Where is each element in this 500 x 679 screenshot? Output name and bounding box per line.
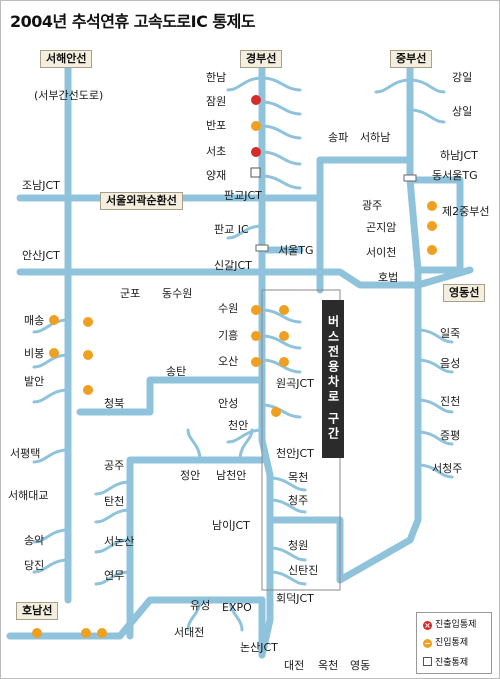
label-expo: EXPO bbox=[222, 601, 252, 614]
tag-gyeongbu: 경부선 bbox=[240, 50, 283, 69]
tag-honam: 호남선 bbox=[16, 602, 59, 621]
tag-yeongdong: 영동선 bbox=[443, 284, 486, 303]
label-pangyo-jct: 판교JCT bbox=[224, 189, 262, 202]
legend-entry-closure: −진입통제 bbox=[423, 638, 469, 648]
label-gunpo: 군포 bbox=[120, 287, 141, 300]
label-pangyo-ic: 판교 IC bbox=[214, 223, 249, 236]
label-anseong: 안성 bbox=[218, 397, 239, 410]
label-seocho: 서초 bbox=[206, 145, 227, 158]
label-cheonan: 천안 bbox=[228, 419, 249, 432]
label-jeungpyeong: 증평 bbox=[440, 429, 461, 442]
label-seoicheon: 서이천 bbox=[366, 246, 397, 259]
label-yeonmu: 연무 bbox=[104, 569, 125, 582]
label-maesong: 매송 bbox=[24, 314, 45, 327]
label-daejeon: 대전 bbox=[284, 659, 305, 672]
label-seoul-tg: 서울TG bbox=[278, 244, 314, 257]
label-gangil: 강일 bbox=[452, 71, 473, 84]
label-cheonan-jct: 천안JCT bbox=[276, 447, 314, 460]
label-cheongbuk: 청북 bbox=[104, 397, 125, 410]
label-seodaejeon: 서대전 bbox=[174, 626, 205, 639]
label-seopyeongtaek: 서평택 bbox=[10, 447, 41, 460]
map-title: 2004년 추석연휴 고속도로IC 통제도 bbox=[10, 12, 256, 31]
label-nonsan-jct: 논산JCT bbox=[240, 641, 278, 654]
label-jeongan: 정안 bbox=[180, 469, 201, 482]
bus-lane-section-label: 버스전용차로 구간 bbox=[322, 300, 344, 458]
label-dongseoul-tg: 동서울TG bbox=[432, 169, 478, 182]
label-seohanam: 서하남 bbox=[360, 131, 391, 144]
legend-full-closure: ×진출입통제 bbox=[423, 620, 477, 630]
entry-closure-markers bbox=[32, 121, 437, 638]
label-yuseong: 유성 bbox=[190, 599, 211, 612]
label-banpo: 반포 bbox=[206, 119, 227, 132]
label-hannam: 한남 bbox=[206, 71, 227, 84]
entry-closure-icon: − bbox=[423, 639, 432, 648]
jungbu-line bbox=[406, 54, 422, 544]
label-seocheongju: 서청주 bbox=[432, 462, 463, 475]
label-seohae-bridge: 서해대교 bbox=[8, 489, 49, 502]
label-hoedeok-jct: 회덕JCT bbox=[276, 592, 314, 605]
label-namcheonan: 남천안 bbox=[216, 469, 247, 482]
label-cheongju: 청주 bbox=[288, 494, 309, 507]
label-hanam-jct: 하남JCT bbox=[440, 149, 478, 162]
label-hobeop: 호법 bbox=[378, 271, 399, 284]
label-dangjin: 당진 bbox=[24, 559, 45, 572]
label-songtan: 송탄 bbox=[166, 365, 187, 378]
label-gonjiam: 곤지암 bbox=[366, 221, 397, 234]
label-eumseong: 음성 bbox=[440, 357, 461, 370]
full-closure-markers bbox=[251, 95, 261, 157]
label-seobu: (서부간선도로) bbox=[34, 89, 104, 102]
label-nami-jct: 남이JCT bbox=[212, 519, 250, 532]
label-giheung: 기흥 bbox=[218, 329, 239, 342]
label-sangil: 상일 bbox=[452, 105, 473, 118]
exit-closure-icon bbox=[423, 657, 432, 666]
label-sintanjin: 신탄진 bbox=[288, 564, 319, 577]
label-jamwon: 잠원 bbox=[206, 95, 227, 108]
label-osan: 오산 bbox=[218, 355, 239, 368]
yeongdong-line bbox=[16, 266, 474, 289]
label-gwangju: 광주 bbox=[362, 199, 383, 212]
tag-seohaean: 서해안선 bbox=[40, 50, 93, 69]
label-ansan-jct: 안산JCT bbox=[22, 249, 60, 262]
label-gongju: 공주 bbox=[104, 459, 125, 472]
label-yangjae: 양재 bbox=[206, 169, 227, 182]
label-cheongwon: 청원 bbox=[288, 539, 309, 552]
label-baran: 발안 bbox=[24, 375, 45, 388]
label-wongok-jct: 원곡JCT bbox=[276, 377, 314, 390]
label-seononsan: 서논산 bbox=[104, 535, 135, 548]
label-jonam-jct: 조남JCT bbox=[22, 179, 60, 192]
dongseoul-tg-gate bbox=[403, 174, 417, 182]
label-okcheon: 옥천 bbox=[318, 659, 339, 672]
label-mokcheon: 목천 bbox=[288, 471, 309, 484]
gyeongbu-line bbox=[258, 54, 274, 659]
tag-jungbu: 중부선 bbox=[390, 50, 433, 69]
label-jae2jungbu: 제2중부선 bbox=[442, 205, 490, 218]
label-singal-jct: 신갈JCT bbox=[214, 259, 252, 272]
label-songpa: 송파 bbox=[328, 131, 349, 144]
full-closure-icon: × bbox=[423, 621, 432, 630]
seoul-tg-gate bbox=[255, 244, 269, 252]
label-songak: 송악 bbox=[24, 534, 45, 547]
label-bibong: 비봉 bbox=[24, 347, 45, 360]
label-yeongdong-town: 영동 bbox=[350, 659, 371, 672]
exit-closure-marker bbox=[250, 167, 261, 178]
label-suwon: 수원 bbox=[218, 302, 239, 315]
legend: ×진출입통제 −진입통제 진출통제 bbox=[416, 612, 492, 674]
legend-exit-closure: 진출통제 bbox=[423, 657, 468, 668]
label-iljuk: 일죽 bbox=[440, 327, 461, 340]
tag-outer-ring: 서울외곽순환선 bbox=[100, 192, 183, 211]
label-jincheon: 진천 bbox=[440, 395, 461, 408]
label-dongsuwon: 동수원 bbox=[162, 287, 193, 300]
label-tancheon: 탄천 bbox=[104, 495, 125, 508]
